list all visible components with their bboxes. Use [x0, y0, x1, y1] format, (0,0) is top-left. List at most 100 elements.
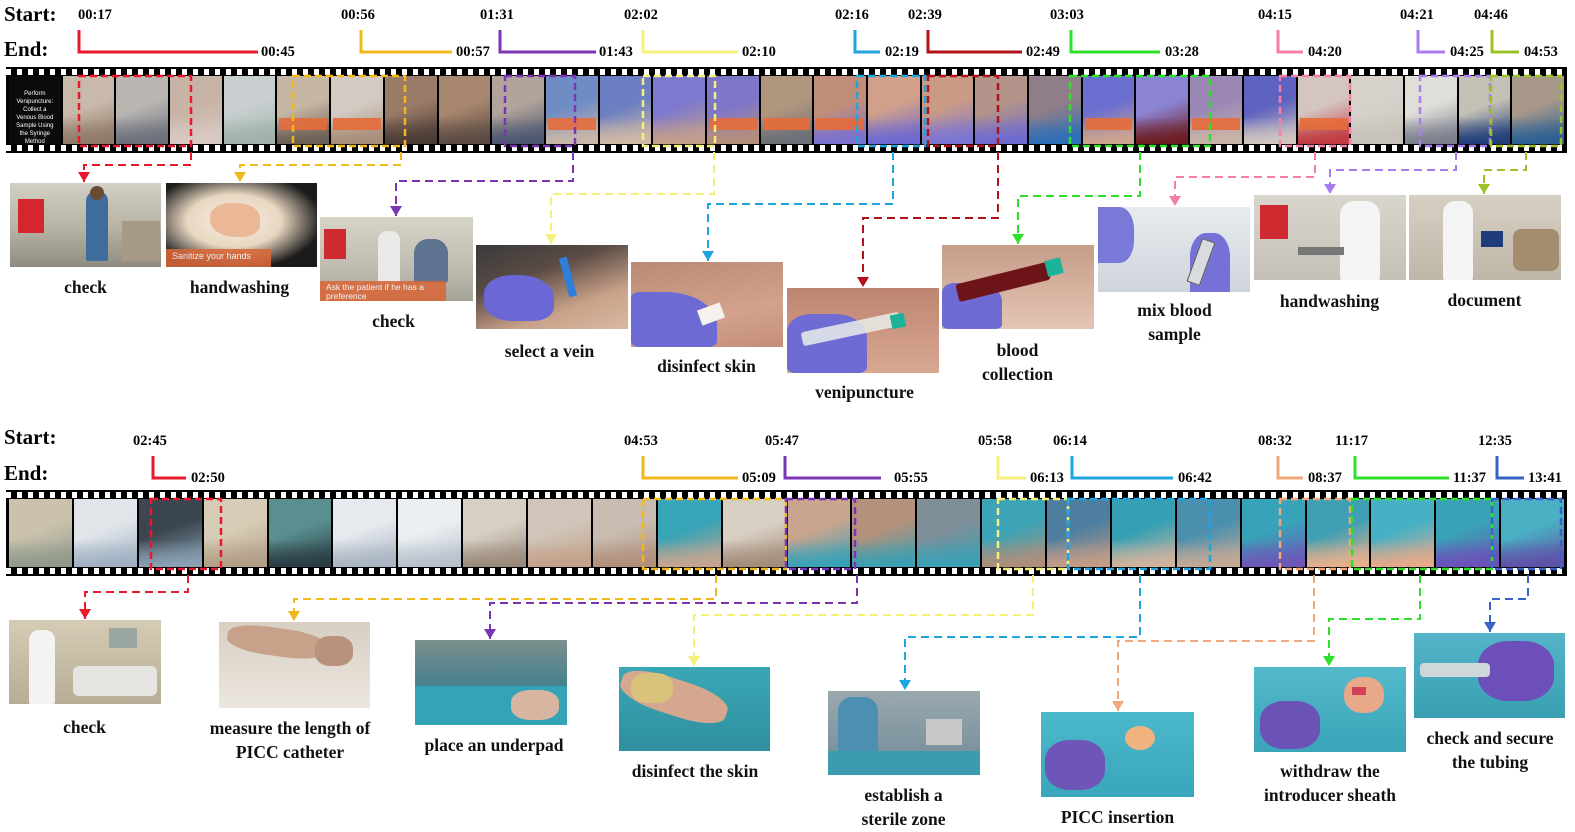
bottom-highlight-box	[641, 497, 788, 571]
bottom-caption-underpad: place an underpad	[424, 735, 564, 755]
bottom-end-time-7: 11:37	[1453, 470, 1487, 486]
top-connector	[1329, 152, 1457, 194]
bottom-strip-frame	[1436, 499, 1500, 567]
top-highlight-box	[926, 74, 1000, 148]
bottom-caption-disinfect-skin: disinfect the skin	[631, 761, 759, 781]
top-end-time-2: 00:57	[456, 44, 490, 60]
bottom-connector	[693, 575, 1034, 666]
top-strip-frame	[1297, 76, 1350, 144]
top-strip-frame	[492, 76, 544, 144]
top-thumb-venipuncture	[787, 288, 939, 373]
bottom-caption-check: check	[63, 717, 106, 737]
bottom-arrowhead	[1112, 701, 1124, 711]
bottom-highlight-box	[996, 497, 1070, 571]
top-bracket	[1069, 30, 1160, 54]
bottom-thumb-disinfect-skin	[619, 667, 770, 751]
bottom-connector	[293, 575, 717, 621]
top-start-time-10: 04:46	[1474, 7, 1508, 23]
top-bracket	[926, 30, 1022, 54]
bottom-arrowhead	[899, 680, 911, 690]
top-thumb-overlay-preference: Ask the patient if he has a preference	[320, 281, 446, 301]
top-arrowhead	[857, 277, 869, 287]
top-arrowhead	[545, 234, 557, 244]
top-strip-frame	[116, 76, 169, 144]
bottom-end-time-1: 02:50	[191, 470, 225, 486]
bottom-highlight-box	[1278, 497, 1352, 571]
top-connector	[239, 152, 402, 182]
bottom-bracket	[996, 456, 1026, 480]
top-caption-disinfect-skin: disinfect skin	[657, 356, 756, 376]
top-bracket	[77, 30, 258, 54]
bottom-strip-frame	[1047, 499, 1110, 567]
end-label-top: End:	[4, 37, 49, 61]
top-highlight-box	[641, 74, 717, 148]
bottom-start-time-1: 02:45	[133, 433, 167, 449]
bottom-strip-frame	[268, 499, 332, 567]
bottom-strip-frame	[73, 499, 137, 567]
bottom-strip-frame	[1371, 499, 1435, 567]
bottom-highlight-box	[1350, 497, 1494, 571]
bottom-thumb-picc-insertion	[1041, 712, 1194, 797]
top-caption-select-vein: select a vein	[504, 341, 595, 361]
bottom-bracket	[783, 456, 881, 480]
bottom-connector	[1117, 575, 1315, 711]
bottom-connector	[84, 575, 189, 619]
bottom-strip-frame	[657, 499, 721, 567]
title-card-text: Perform Venipuncture: Collect a Venous B…	[16, 90, 54, 144]
top-connector	[83, 152, 192, 182]
top-highlight-box	[291, 74, 407, 148]
top-start-time-7: 03:03	[1050, 7, 1084, 23]
top-start-time-8: 04:15	[1258, 7, 1292, 23]
top-caption-check-1: check	[64, 277, 107, 297]
top-start-time-2: 00:56	[341, 7, 375, 23]
top-connector	[550, 152, 715, 244]
top-start-time-9: 04:21	[1400, 7, 1434, 23]
bottom-arrowhead	[1484, 622, 1496, 632]
bottom-strip-frame	[982, 499, 1045, 567]
top-start-time-4: 02:02	[624, 7, 658, 23]
top-strip-frame	[1512, 76, 1564, 144]
top-arrowhead	[78, 172, 90, 182]
bottom-strip-frame	[1176, 499, 1240, 567]
top-start-time-6: 02:39	[908, 7, 942, 23]
top-strip-frame: Perform Venipuncture: Collect a Venous B…	[9, 76, 61, 144]
top-strip-frame	[438, 76, 491, 144]
top-strip-frame	[170, 76, 222, 144]
top-bracket	[853, 30, 880, 54]
bottom-thumb-secure-tubing	[1414, 633, 1565, 718]
top-strip-frame	[760, 76, 813, 144]
bottom-start-time-2: 04:53	[624, 433, 658, 449]
top-end-time-10: 04:53	[1524, 44, 1558, 60]
top-highlight-box	[1489, 74, 1563, 148]
top-end-time-7: 03:28	[1165, 44, 1199, 60]
top-highlight-box	[77, 74, 193, 148]
bottom-arrowhead	[688, 656, 700, 666]
top-strip-frame	[1190, 76, 1242, 144]
top-strip-frame	[975, 76, 1028, 144]
top-start-time-3: 01:31	[480, 7, 514, 23]
top-arrowhead	[390, 206, 402, 216]
bottom-connector	[1328, 575, 1421, 666]
top-strip-frame	[1082, 76, 1135, 144]
top-caption-check-2: check	[372, 311, 415, 331]
top-strip-frame	[653, 76, 705, 144]
bottom-strip-frame	[592, 499, 656, 567]
bottom-highlight-box	[149, 497, 223, 571]
frame-caption-bar	[279, 118, 328, 130]
top-highlight-box	[1278, 74, 1352, 148]
top-caption-handwashing-2: handwashing	[1279, 291, 1380, 311]
top-bracket	[1490, 30, 1519, 54]
top-strip-frame	[545, 76, 598, 144]
top-highlight-box	[855, 74, 927, 148]
bottom-end-time-5: 06:42	[1178, 470, 1212, 486]
top-end-time-5: 02:19	[885, 44, 919, 60]
top-thumb-select-vein	[476, 245, 628, 329]
bottom-end-time-3: 05:55	[894, 470, 928, 486]
bottom-strip-frame	[138, 499, 202, 567]
frame-caption-bar	[1192, 118, 1240, 130]
start-label-top: Start:	[4, 2, 57, 26]
top-end-time-4: 02:10	[742, 44, 776, 60]
